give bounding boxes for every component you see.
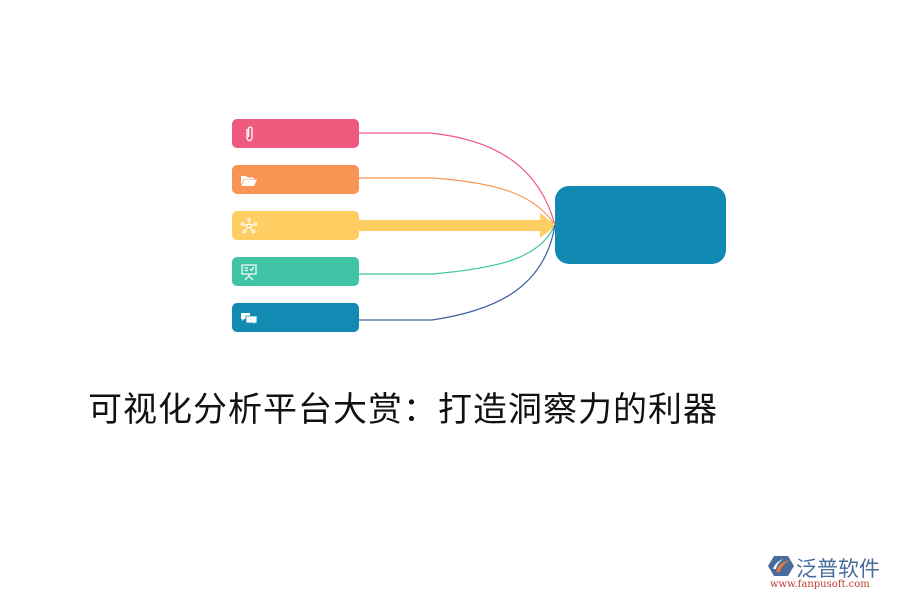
- chat-bubbles-icon: [241, 313, 258, 326]
- paperclip-icon: [246, 126, 253, 142]
- network-hub-icon: [240, 217, 258, 234]
- fanpu-logo-icon: [768, 556, 794, 576]
- brand-name: 泛普软件: [796, 557, 880, 581]
- hub-node: [555, 186, 726, 264]
- brand-logo: 泛普软件 www.fanpusoft.com: [768, 553, 893, 593]
- node-attachment: [232, 119, 359, 148]
- node-network: [232, 211, 359, 240]
- node-presentation: [232, 257, 359, 286]
- node-chat: [232, 303, 359, 332]
- folder-open-icon: [241, 176, 257, 186]
- page-title: 可视化分析平台大赏：打造洞察力的利器: [88, 390, 718, 430]
- node-folder: [232, 165, 359, 194]
- presentation-board-icon: [241, 264, 257, 281]
- brand-url: www.fanpusoft.com: [770, 579, 870, 590]
